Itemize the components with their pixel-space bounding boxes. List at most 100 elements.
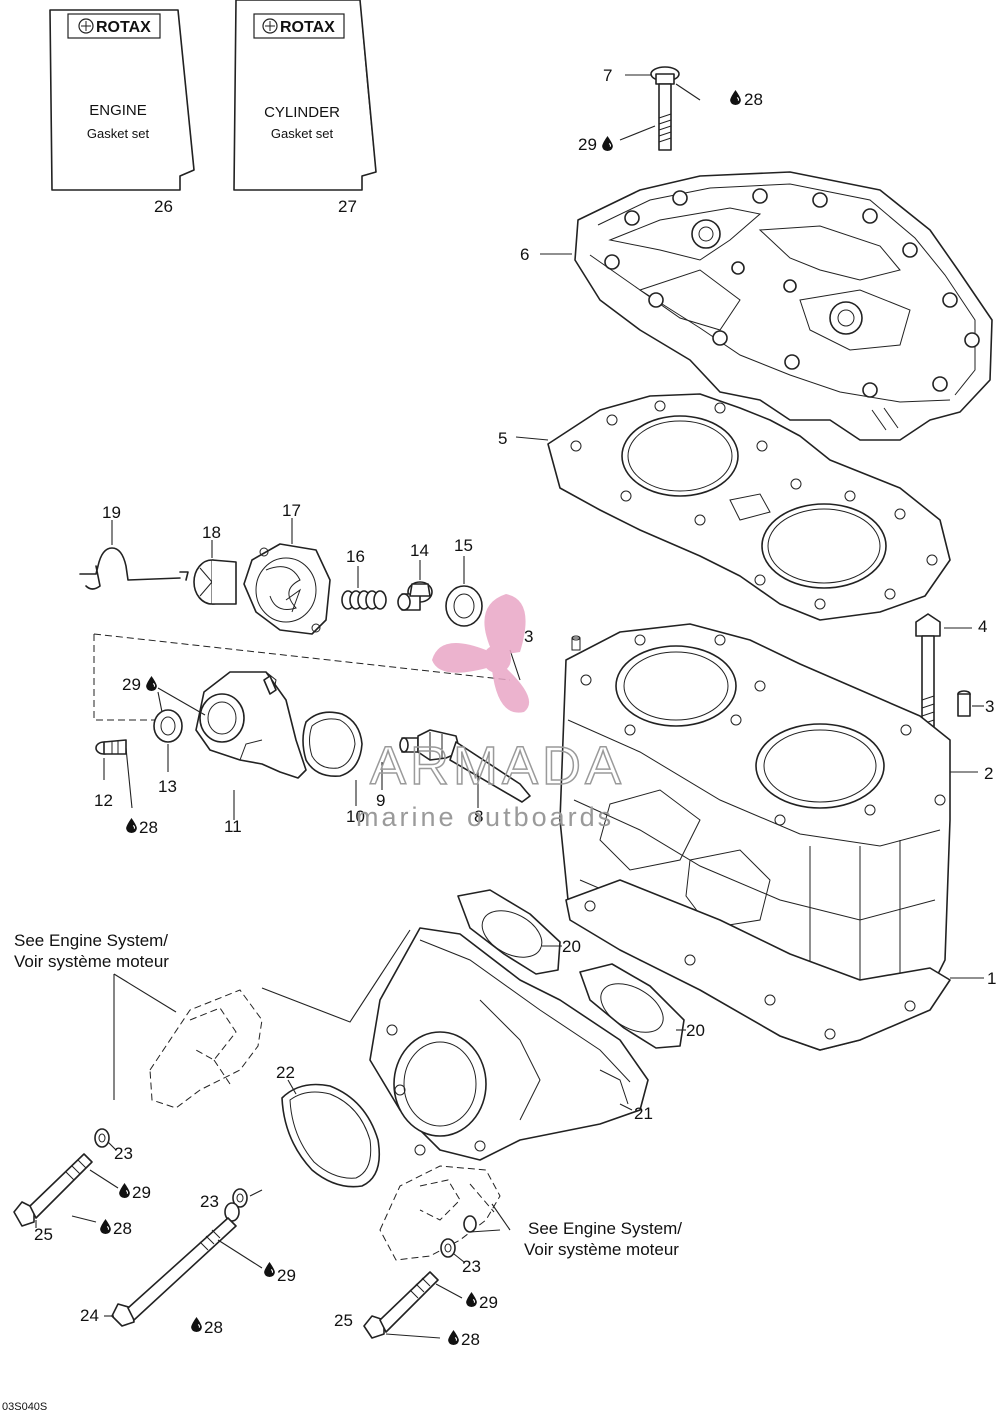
part-number-12: 12 bbox=[94, 791, 113, 810]
pump-cover-17 bbox=[243, 543, 331, 635]
part-number-19: 19 bbox=[102, 503, 121, 522]
spring-clip-19 bbox=[79, 547, 189, 590]
pump-housing-11 bbox=[195, 671, 307, 779]
part-number-20: 20 bbox=[562, 937, 581, 956]
oil-drop-icon bbox=[466, 1292, 477, 1307]
oil-drop-icon bbox=[602, 136, 613, 151]
long-screw-24 bbox=[111, 1217, 237, 1327]
see-engine-system-note-right: See Engine System/ bbox=[528, 1219, 682, 1238]
lube-number-28: 28 bbox=[139, 818, 158, 837]
lube-number-28: 28 bbox=[744, 90, 763, 109]
lube-number-29: 29 bbox=[578, 135, 597, 154]
part-number-11: 11 bbox=[224, 817, 242, 836]
lube-number-28: 28 bbox=[204, 1318, 223, 1337]
part-number-13: 13 bbox=[158, 777, 177, 796]
cylinder-kit-subtitle: Gasket set bbox=[271, 126, 334, 141]
spring-16 bbox=[341, 590, 387, 610]
oil-drop-icon bbox=[191, 1317, 202, 1332]
reference-part-left bbox=[149, 989, 263, 1109]
manifold-gasket-20-lower bbox=[579, 963, 685, 1049]
part-number-5: 5 bbox=[498, 429, 507, 448]
screw-25-right bbox=[363, 1271, 439, 1339]
cylinder-block-1 bbox=[559, 623, 951, 1051]
engine-kit-subtitle: Gasket set bbox=[87, 126, 150, 141]
engine-kit-brand: ROTAX bbox=[96, 19, 151, 36]
cylinder-head-bolt-7 bbox=[650, 66, 680, 151]
part-number-10: 10 bbox=[346, 807, 365, 826]
part-number-14: 14 bbox=[410, 541, 429, 560]
oil-drop-icon bbox=[448, 1330, 459, 1345]
oil-drop-icon bbox=[264, 1262, 275, 1277]
cylinder-bolt-4 bbox=[915, 613, 941, 729]
gasket-10 bbox=[302, 711, 363, 777]
hose-8 bbox=[417, 729, 531, 803]
part-number-1: 1 bbox=[987, 969, 996, 988]
part-number-17: 17 bbox=[282, 501, 301, 520]
part-number-4: 4 bbox=[978, 617, 987, 636]
part-number-25: 25 bbox=[334, 1311, 353, 1330]
oil-drop-icon bbox=[100, 1219, 111, 1234]
gasket-22 bbox=[281, 1083, 381, 1188]
part-number-16: 16 bbox=[346, 547, 365, 566]
lube-number-29: 29 bbox=[122, 675, 141, 694]
oil-drop-icon bbox=[730, 90, 741, 105]
part-number-6: 6 bbox=[520, 245, 529, 264]
lube-number-29: 29 bbox=[277, 1266, 296, 1285]
part-number-27: 27 bbox=[338, 197, 357, 216]
head-gasket-5 bbox=[547, 393, 951, 621]
part-number-7: 7 bbox=[603, 66, 612, 85]
part-number-2: 2 bbox=[984, 764, 993, 783]
reference-part-right bbox=[379, 1165, 501, 1261]
washer-23-a bbox=[94, 1128, 110, 1148]
part-number-22: 22 bbox=[276, 1063, 295, 1082]
oil-drop-icon bbox=[146, 676, 157, 691]
lube-number-28: 28 bbox=[113, 1219, 132, 1238]
watermark-title: ARMADA bbox=[370, 736, 625, 796]
dowel-pin-3-right bbox=[957, 690, 971, 717]
lube-number-28: 28 bbox=[461, 1330, 480, 1349]
cylinder-kit-title: CYLINDER bbox=[264, 104, 340, 121]
o-ring-15 bbox=[445, 585, 483, 627]
part-number-3: 3 bbox=[985, 697, 994, 716]
washer-23-c bbox=[440, 1215, 477, 1258]
cylinder-head-6 bbox=[574, 171, 993, 441]
see-engine-system-note-left: See Engine System/ bbox=[14, 931, 168, 950]
cylinder-kit-brand: ROTAX bbox=[280, 19, 335, 36]
screw-25-left bbox=[13, 1153, 93, 1227]
thermostat-14 bbox=[397, 581, 433, 611]
propeller-logo-icon bbox=[432, 594, 530, 713]
part-number-8: 8 bbox=[474, 807, 483, 826]
voir-systeme-moteur-note-right: Voir système moteur bbox=[524, 1240, 679, 1259]
engine-kit-title: ENGINE bbox=[89, 102, 147, 119]
part-number-26: 26 bbox=[154, 197, 173, 216]
part-number-23: 23 bbox=[462, 1257, 481, 1276]
fitting-9 bbox=[399, 737, 419, 753]
screw-12 bbox=[95, 739, 127, 755]
oil-drop-icon bbox=[126, 818, 137, 833]
part-number-23: 23 bbox=[200, 1192, 219, 1211]
diagram-code: 03S040S bbox=[2, 1401, 47, 1413]
lube-number-29: 29 bbox=[479, 1293, 498, 1312]
washer-23-b bbox=[224, 1188, 248, 1222]
part-number-25: 25 bbox=[34, 1225, 53, 1244]
part-number-20: 20 bbox=[686, 1021, 705, 1040]
oil-drop-icon bbox=[119, 1183, 130, 1198]
impeller-18 bbox=[193, 559, 237, 605]
voir-systeme-moteur-note-left: Voir système moteur bbox=[14, 952, 169, 971]
exhaust-manifold-21 bbox=[369, 927, 649, 1161]
part-number-15: 15 bbox=[454, 536, 473, 555]
part-number-18: 18 bbox=[202, 523, 221, 542]
part-number-3: 3 bbox=[524, 627, 533, 646]
watermark-subtitle: marine outboards bbox=[356, 802, 614, 832]
manifold-gasket-20-upper bbox=[457, 889, 561, 975]
part-number-9: 9 bbox=[376, 791, 385, 810]
part-number-24: 24 bbox=[80, 1306, 99, 1325]
engine-gasket-set-box: ROTAX ENGINE Gasket set bbox=[49, 9, 195, 191]
seal-13 bbox=[153, 709, 183, 743]
cylinder-gasket-set-box: ROTAX CYLINDER Gasket set bbox=[233, 0, 377, 191]
lube-number-29: 29 bbox=[132, 1183, 151, 1202]
part-number-23: 23 bbox=[114, 1144, 133, 1163]
part-number-21: 21 bbox=[634, 1104, 653, 1123]
